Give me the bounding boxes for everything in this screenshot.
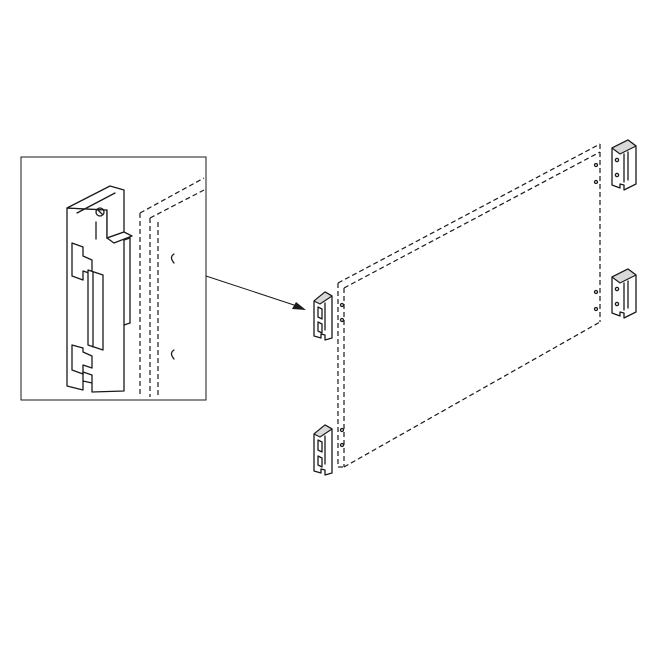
- inset-panel-edge: [139, 177, 205, 397]
- inset-clip: [66, 185, 133, 393]
- clip-left-bottom: [313, 424, 333, 476]
- detail-inset: [20, 156, 207, 401]
- clip-left-top: [313, 291, 333, 341]
- clip-right-top: [611, 139, 637, 191]
- panel: [337, 143, 601, 468]
- clip-right-bottom: [611, 268, 637, 319]
- inset-frame: [20, 156, 207, 401]
- detail-leader-arrow: [205, 275, 306, 310]
